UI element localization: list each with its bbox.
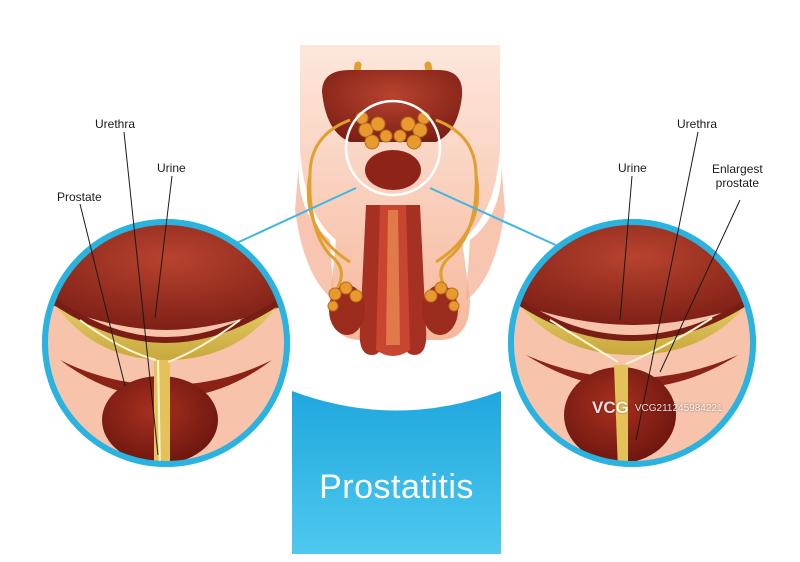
watermark: VCG VCG211245984221 — [592, 398, 723, 418]
label-enlarged-prostate: Enlargest prostate — [712, 162, 763, 190]
vas-deferens — [306, 118, 480, 293]
enlarged-prostate-detail — [508, 219, 756, 467]
title-tab-shape — [292, 391, 501, 554]
label-enlarged-line2: prostate — [715, 176, 760, 190]
label-enlarged-line1: Enlargest — [712, 162, 763, 176]
penile-structure — [359, 205, 427, 356]
label-urine-left: Urine — [157, 161, 186, 175]
watermark-id: VCG211245984221 — [634, 402, 723, 414]
zoom-ring — [344, 99, 442, 197]
seminal-vesicles — [355, 111, 431, 150]
center-prostate — [365, 150, 421, 190]
normal-prostate-detail — [42, 219, 290, 467]
watermark-logo: VCG — [592, 398, 629, 417]
label-urine-right: Urine — [618, 161, 647, 175]
center-bladder — [322, 70, 463, 142]
label-urethra-right: Urethra — [677, 117, 718, 131]
diagram-title: Prostatitis — [319, 468, 474, 506]
zoom-connectors — [227, 187, 561, 248]
leader-lines — [79, 131, 741, 456]
thigh-right — [466, 150, 505, 300]
label-prostate-left: Prostate — [57, 190, 102, 204]
label-urethra-left: Urethra — [95, 117, 136, 131]
testes — [327, 281, 460, 335]
